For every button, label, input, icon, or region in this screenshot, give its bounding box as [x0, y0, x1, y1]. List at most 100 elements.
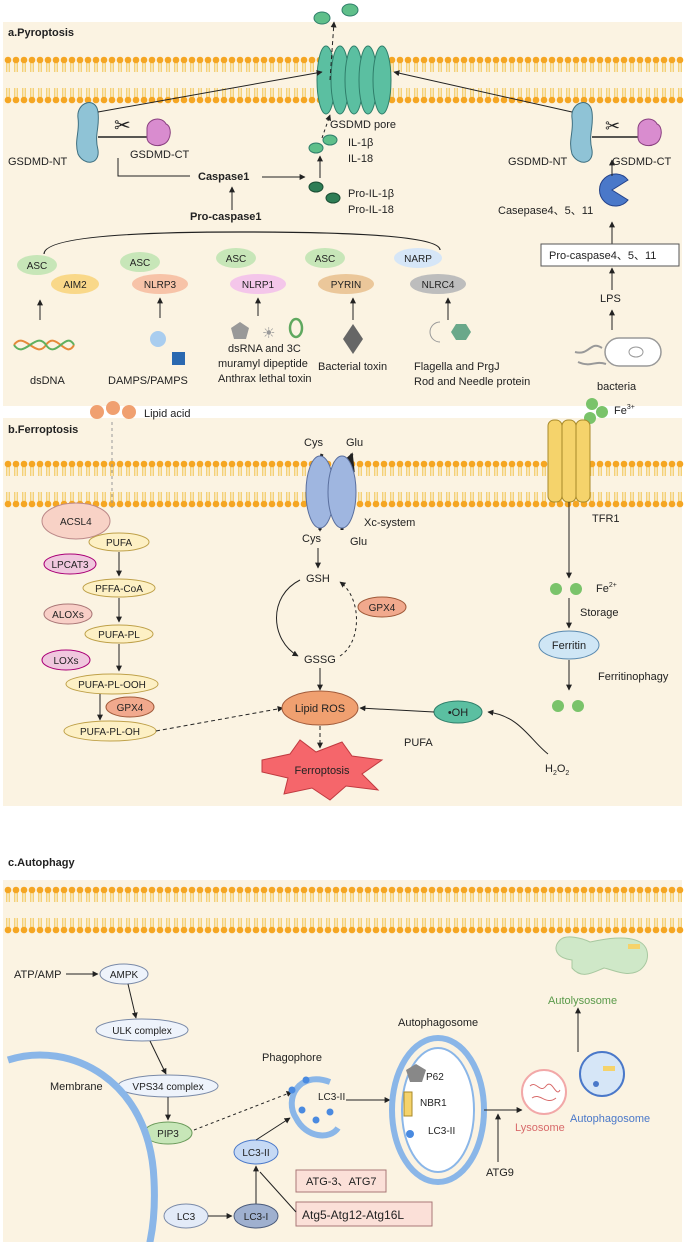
autophagosome-right-circle: [579, 1051, 625, 1097]
atg9-label: ATG9: [486, 1167, 514, 1179]
damps-circle-icon: [150, 331, 166, 347]
asc-4: [305, 248, 345, 268]
ampk-to-ulk-arrow: [127, 983, 138, 1019]
narp-label: NARP: [404, 254, 432, 265]
lipid-acid-particle: [90, 405, 104, 419]
acsl4-oval: [41, 502, 111, 540]
lysosome-circle: [521, 1069, 567, 1115]
ferritinophagy-label: Ferritinophagy: [598, 671, 669, 683]
gsh-label: GSH: [306, 573, 330, 585]
membrane-pyroptosis: [4, 56, 684, 104]
nlrc4-oval: [410, 274, 466, 294]
nt-to-pore-arrow: [97, 69, 323, 113]
membrane-autophagy: [4, 886, 684, 934]
lc3ii-dot: [298, 1106, 306, 1114]
glu-top-label: Glu: [346, 437, 363, 449]
lc3ii-phagophore-label: LC3-II: [318, 1092, 345, 1103]
lc3ii-dot: [312, 1116, 320, 1124]
aim2-oval: [51, 274, 99, 294]
loxs-oval: [41, 649, 91, 671]
pro-casepase-label: Pro-caspase4、5、11: [549, 250, 656, 262]
pro-il1b-particle: [308, 181, 324, 193]
asc-2-label: ASC: [130, 258, 151, 269]
il18-label: IL-18: [348, 153, 373, 165]
crescent-icon: [429, 321, 441, 343]
membrane-label: Membrane: [50, 1081, 103, 1093]
lysosome-squiggle: [529, 1083, 561, 1102]
gpx4-mid-oval: [357, 596, 407, 618]
il18-particle: [322, 134, 338, 146]
pyrin-oval: [318, 274, 374, 294]
caspase1-line: [117, 158, 190, 177]
autolysosome-rod: [628, 944, 640, 949]
fe3-label: Fe3+: [614, 404, 635, 417]
dsdna-label: dsDNA: [30, 375, 66, 387]
gssg-label: GSSG: [304, 654, 336, 666]
bacteria-icon: [574, 337, 662, 367]
caspase1-label: Caspase1: [198, 171, 249, 183]
gsdmd-pore: [316, 45, 392, 115]
gsdmd-nt-right: [570, 102, 593, 163]
scissors-icon: ✂: [114, 115, 131, 137]
p62-icon: [406, 1064, 426, 1082]
fe-particle: [572, 700, 584, 712]
lc3-label: LC3: [177, 1212, 196, 1223]
flagella-label-2: Rod and Needle protein: [414, 376, 530, 388]
pufa-pl-oh-to-ros-arrow: [155, 706, 284, 732]
lysosome-label: Lysosome: [515, 1122, 565, 1134]
atg3-7-label: ATG-3、ATG7: [306, 1176, 377, 1188]
pffa-coa-label: PFFA-CoA: [95, 584, 143, 595]
casepase-label: Casepase4、5、11: [498, 205, 593, 217]
lc3ii-dot: [288, 1086, 296, 1094]
pufa-right-label: PUFA: [404, 737, 433, 749]
fe2-particle: [550, 583, 562, 595]
pro-casepase-box: [540, 243, 680, 267]
atp-amp-label: ATP/AMP: [14, 969, 61, 981]
lpcat3-oval: [43, 553, 97, 575]
glu-bottom-label: Glu: [350, 536, 367, 548]
pffa-coa-oval: [82, 578, 156, 598]
lipid-acid-label: Lipid acid: [144, 408, 190, 420]
atg-to-lc3-arrow: [259, 1171, 297, 1213]
dsrna-label-1: dsRNA and 3C: [228, 343, 301, 355]
gpx4-left-oval: [105, 696, 155, 718]
nbr1-label: NBR1: [420, 1098, 447, 1109]
autolysosome-shape: [555, 936, 648, 975]
il-to-pore-arrow: [321, 114, 332, 139]
gsdmd-ct-left: [146, 118, 171, 147]
gsdmd-ct-right: [637, 118, 662, 147]
vps34-label: VPS34 complex: [132, 1082, 203, 1093]
p62-label: P62: [426, 1072, 444, 1083]
tfr1-label: TFR1: [592, 513, 620, 525]
ferroptosis-title: b.Ferroptosis: [8, 424, 78, 436]
fe2-particle: [570, 583, 582, 595]
pufa-oval: [88, 532, 150, 552]
ampk-oval: [99, 963, 149, 985]
nlrp3-label: NLRP3: [144, 280, 177, 291]
damps-label: DAMPS/PAMPS: [108, 375, 188, 387]
asc-1: [17, 255, 57, 275]
pufa-pl-label: PUFA-PL: [98, 630, 140, 641]
atg5-box: [295, 1201, 433, 1227]
pufa-pl-oval: [84, 624, 154, 644]
pyrin-label: PYRIN: [331, 280, 362, 291]
damps-square-icon: [172, 352, 185, 365]
storage-label: Storage: [580, 607, 619, 619]
asc-2: [120, 252, 160, 272]
gsh-gssg-cycle: [276, 579, 301, 657]
lc3i-oval: [233, 1203, 279, 1229]
gsdmd-ct-right-label: GSDMD-CT: [612, 156, 672, 168]
fenton-curve: [487, 709, 549, 755]
bacteria-label: bacteria: [597, 381, 637, 393]
autophagosome-right-label: Autophagosome: [570, 1113, 650, 1125]
casepase-pacman-icon: [599, 173, 629, 207]
nt-right-to-pore-arrow: [393, 70, 573, 113]
aloxs-label: ALOXs: [52, 610, 84, 621]
pentagon-icon: [231, 322, 249, 339]
ulk-to-vps34-arrow: [149, 1040, 167, 1075]
tfr1-receptor: [547, 419, 591, 503]
lc3ii-dot: [302, 1076, 310, 1084]
gpx4-left-label: GPX4: [117, 703, 144, 714]
release-arrow: [329, 21, 337, 81]
